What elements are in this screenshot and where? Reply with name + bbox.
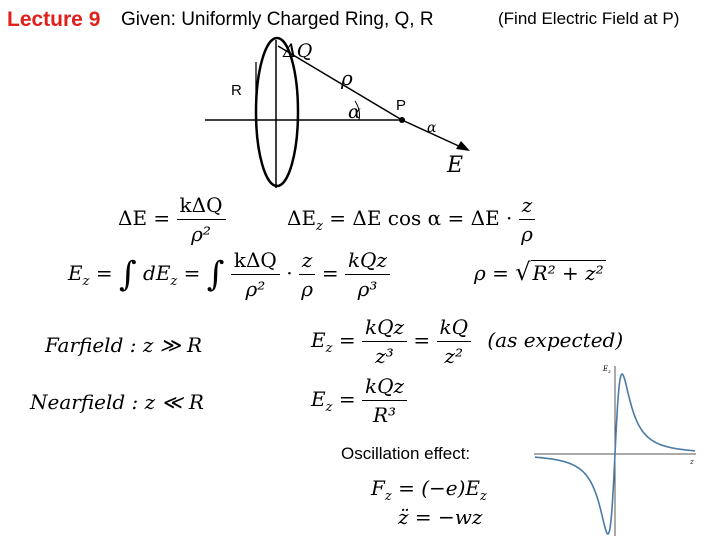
ez-integral-equation: Ez = ∫ dEz = ∫ kΔQ ρ² · z ρ = kQz ρ³	[68, 248, 390, 301]
int-eq2: =	[321, 261, 339, 285]
ez-lhs: E	[68, 261, 83, 285]
r-label: R	[231, 82, 242, 99]
delta-ez-sub: z	[316, 219, 323, 234]
ez-eq: =	[89, 261, 113, 285]
int3-numerator: z	[298, 248, 316, 275]
find-text: (Find Electric Field at P)	[498, 9, 680, 28]
ez-curve	[535, 372, 695, 536]
far-denominator-2: z²	[444, 344, 464, 368]
near-fraction: kQz R³	[361, 374, 408, 427]
force-sub-2: z	[480, 489, 487, 504]
int4-numerator: kQz	[344, 248, 390, 275]
alpha-arc	[354, 100, 360, 121]
rho-lhs: ρ =	[474, 261, 509, 285]
int1-sub: z	[170, 274, 178, 289]
farfield-label: Farfield : z ≫ R	[45, 333, 203, 357]
delta-ez-fraction: z ρ	[518, 193, 536, 246]
delta-q-label: ΔQ	[282, 40, 312, 62]
ring-diagram: ΔQ ρ α α R P E	[205, 36, 470, 188]
far-fraction-2: kQ z²	[436, 315, 472, 368]
oscillation-label: Oscillation effect:	[341, 444, 471, 463]
far-note: (as expected)	[487, 328, 624, 352]
alpha2-label: α	[427, 120, 437, 136]
plot-x-label: z	[689, 458, 694, 466]
near-e-sub: z	[325, 400, 333, 415]
sqrt-sign: √	[515, 258, 531, 286]
int3-denominator: ρ	[301, 277, 314, 301]
ez-lhs-sub: z	[82, 274, 90, 289]
point-p	[399, 117, 405, 123]
integral-sign-2: ∫	[206, 254, 225, 295]
delta-e-fraction: kΔQ ρ²	[176, 193, 226, 246]
near-numerator: kQz	[361, 374, 408, 401]
delta-e-numerator: kΔQ	[176, 193, 226, 220]
far-e: E	[311, 328, 326, 352]
int4-fraction: kQz ρ³	[344, 248, 390, 301]
far-numerator-2: kQ	[436, 315, 472, 342]
delta-e-denominator: ρ²	[191, 222, 211, 246]
force-equation: Fz = (−e)Ez	[371, 476, 487, 504]
sqrt-body: R² + z²	[530, 260, 606, 285]
plot-y-label: Ez	[602, 365, 611, 375]
force-sub: z	[384, 489, 392, 504]
nearfield-label: Nearfield : z ≪ R	[30, 390, 204, 414]
delta-ez-numerator: z	[518, 193, 536, 220]
ez-plot: Ez z	[534, 365, 696, 536]
far-fraction-1: kQz z³	[361, 315, 408, 368]
int4-denominator: ρ³	[357, 277, 378, 301]
near-e: E	[311, 387, 326, 411]
delta-e-equation: ΔE = kΔQ ρ²	[118, 193, 226, 246]
e-label: E	[446, 153, 463, 178]
rho-equation: ρ = √R² + z²	[474, 258, 606, 286]
near-eq: =	[332, 387, 356, 411]
int1-body: dE	[143, 261, 171, 285]
p-label: P	[396, 97, 406, 114]
given-text: Given: Uniformly Charged Ring, Q, R	[121, 9, 434, 30]
delta-e-lhs: ΔE =	[118, 206, 171, 230]
field-arrowhead	[456, 141, 470, 151]
delta-ez-denominator: ρ	[521, 222, 533, 246]
rho-label: ρ	[340, 66, 353, 90]
int2-numerator: kΔQ	[230, 248, 280, 275]
far-denominator-1: z³	[375, 344, 394, 368]
rho-line	[277, 45, 403, 121]
force-f: F	[371, 476, 385, 500]
dot-operator: ·	[286, 261, 293, 285]
delta-ez-equation: ΔEz = ΔE cos α = ΔE · z ρ	[287, 193, 536, 246]
delta-ez-a: ΔE	[287, 206, 317, 230]
int1-eq: =	[177, 261, 201, 285]
lecture-title: Lecture 9	[7, 8, 101, 31]
int2-denominator: ρ²	[245, 277, 266, 301]
far-eq: =	[332, 328, 356, 352]
farfield-equation: Ez = kQz z³ = kQ z² (as expected)	[311, 315, 623, 368]
integral-sign-1: ∫	[118, 254, 137, 295]
far-numerator-1: kQz	[361, 315, 408, 342]
alpha-label: α	[348, 101, 361, 123]
near-denominator: R³	[372, 403, 397, 427]
int3-fraction: z ρ	[298, 248, 316, 301]
int2-fraction: kΔQ ρ²	[230, 248, 280, 301]
nearfield-equation: Ez = kQz R³	[311, 374, 408, 427]
far-eq2: =	[413, 328, 431, 352]
field-vector	[401, 119, 464, 149]
far-e-sub: z	[325, 341, 333, 356]
oscillation-equation: z̈ = −wz	[398, 505, 483, 529]
force-rest: = (−e)E	[391, 476, 481, 500]
delta-ez-b: = ΔE cos α = ΔE ·	[329, 206, 513, 230]
